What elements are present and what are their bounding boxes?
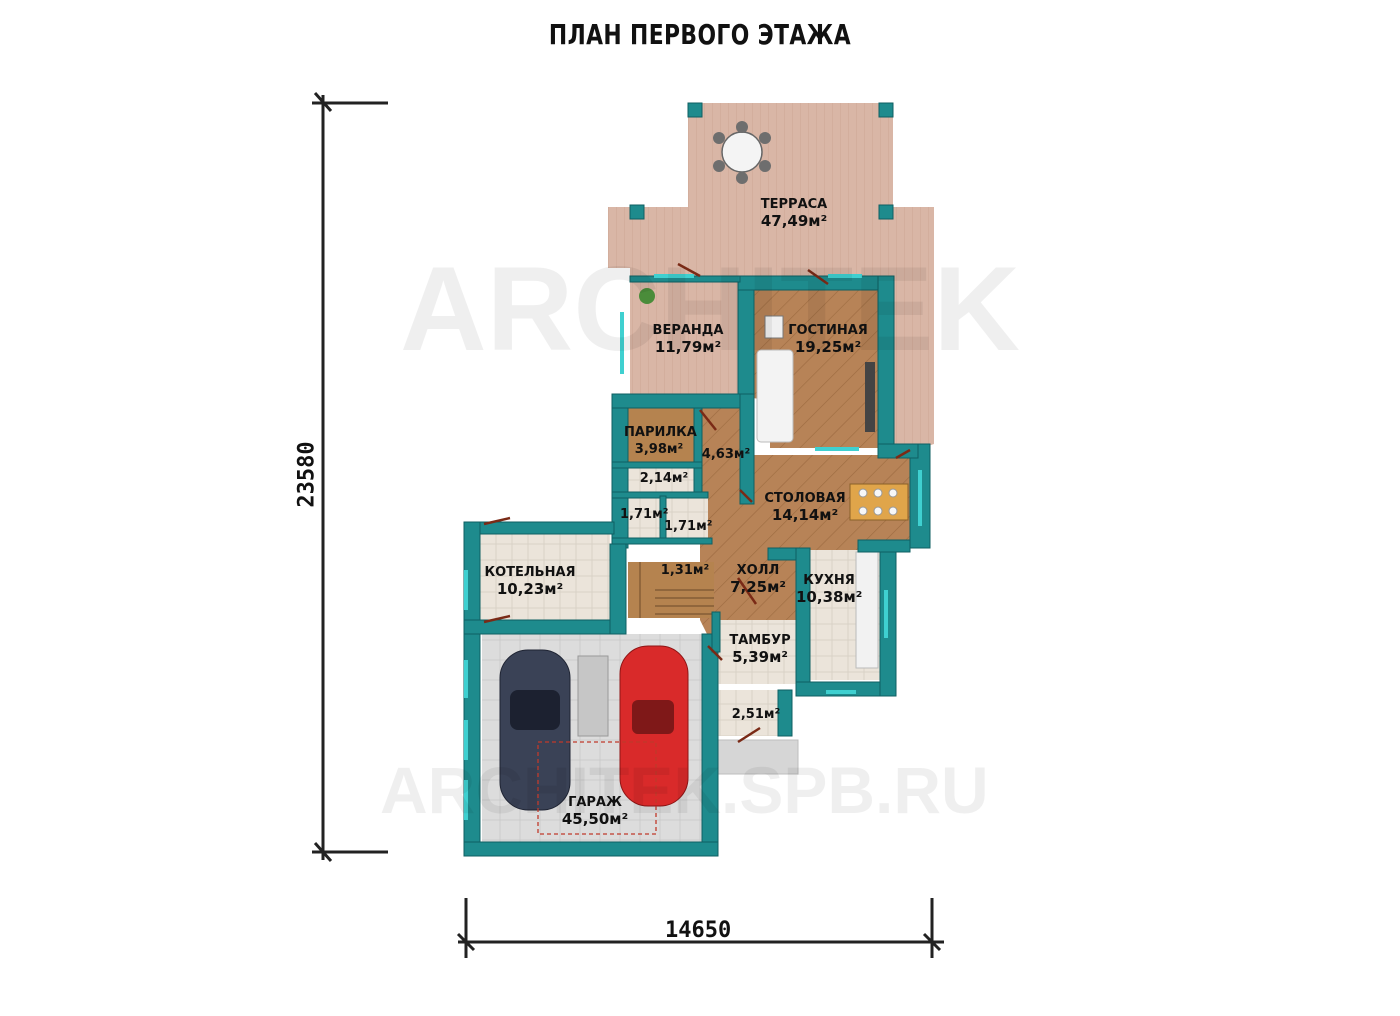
room-area: 10,38м² [796, 588, 863, 606]
room-label-vestibule: ТАМБУР 5,39м² [728, 632, 792, 666]
room-area: 19,25м² [794, 338, 862, 356]
room-label-living: ГОСТИНАЯ 19,25м² [786, 322, 870, 356]
room-label-stairs: 1,31м² [660, 562, 710, 579]
room-name: ТЕРРАСА [760, 197, 828, 212]
watermark-main: ARCHITEK [400, 242, 1020, 376]
room-area: 11,79м² [654, 338, 722, 356]
entrance-steps [717, 739, 799, 775]
room-label-veranda: ВЕРАНДА 11,79м² [648, 322, 728, 356]
room-label-wc1: 1,71м² [620, 506, 669, 523]
room-area: 1,71м² [664, 519, 713, 534]
vestibule-floor [718, 620, 798, 684]
room-label-hall: ХОЛЛ 7,25м² [728, 562, 788, 596]
car-dark-icon [499, 649, 571, 811]
plan-title: ПЛАН ПЕРВОГО ЭТАЖА [548, 18, 852, 51]
room-name: ХОЛЛ [736, 563, 780, 578]
room-area: 1,31м² [660, 563, 710, 578]
kitchen-counter [855, 551, 879, 669]
terrace-table [713, 121, 771, 184]
height-dimension-line [312, 92, 388, 862]
room-area: 2,51м² [731, 707, 781, 722]
room-label-shower: 2,14м² [634, 470, 694, 487]
room-label-boiler: КОТЕЛЬНАЯ 10,23м² [480, 564, 580, 598]
room-name: КОТЕЛЬНАЯ [484, 565, 576, 580]
wc1-floor [624, 496, 662, 540]
room-area: 47,49м² [760, 212, 828, 230]
sauna-floor [624, 408, 694, 466]
doors [483, 262, 911, 744]
room-area: 10,23м² [496, 580, 564, 598]
room-area: 1,71м² [620, 507, 669, 522]
dining-table [849, 483, 909, 521]
room-area: 45,50м² [561, 810, 629, 828]
width-dimension: 14650 [665, 918, 732, 943]
shower-floor [624, 466, 694, 494]
sofa [756, 349, 794, 443]
width-dimension-line [456, 898, 944, 958]
garage-parking-outline [537, 741, 657, 835]
room-area: 14,14м² [771, 506, 839, 524]
tv-unit [865, 362, 875, 432]
watermark-url: ARCHITEK.SPB.RU [380, 753, 989, 827]
room-label-dining: СТОЛОВАЯ 14,14м² [760, 490, 850, 524]
room-area: 2,14м² [639, 471, 689, 486]
room-name: ГАРАЖ [568, 795, 622, 810]
windows [464, 274, 922, 820]
room-name: ВЕРАНДА [652, 323, 724, 338]
car-red-icon [619, 645, 689, 807]
room-label-sauna: ПАРИЛКА 3,98м² [624, 424, 697, 458]
room-area: 4,63м² [701, 447, 751, 462]
terrace-columns [629, 102, 894, 220]
room-label-porch: 2,51м² [730, 706, 782, 723]
room-name: КУХНЯ [803, 573, 855, 588]
room-name: СТОЛОВАЯ [764, 491, 846, 506]
room-label-garage: ГАРАЖ 45,50м² [550, 794, 640, 828]
fireplace [764, 315, 784, 339]
room-area: 7,25м² [730, 578, 786, 596]
room-label-corridor: 4,63м² [698, 446, 754, 463]
staircase [628, 562, 714, 618]
room-name: ГОСТИНАЯ [788, 323, 868, 338]
room-name: ПАРИЛКА [624, 425, 697, 440]
room-name: ТАМБУР [729, 633, 791, 648]
room-label-wc2: 1,71м² [664, 518, 713, 535]
boiler-room-floor [476, 530, 610, 622]
garage-pit [577, 655, 609, 737]
height-dimension: 23580 [294, 441, 320, 508]
room-area: 3,98м² [634, 442, 684, 457]
room-area: 5,39м² [732, 648, 788, 666]
room-label-kitchen: КУХНЯ 10,38м² [796, 572, 862, 606]
wc2-floor [664, 496, 708, 540]
room-label-terrace: ТЕРРАСА 47,49м² [754, 196, 834, 230]
